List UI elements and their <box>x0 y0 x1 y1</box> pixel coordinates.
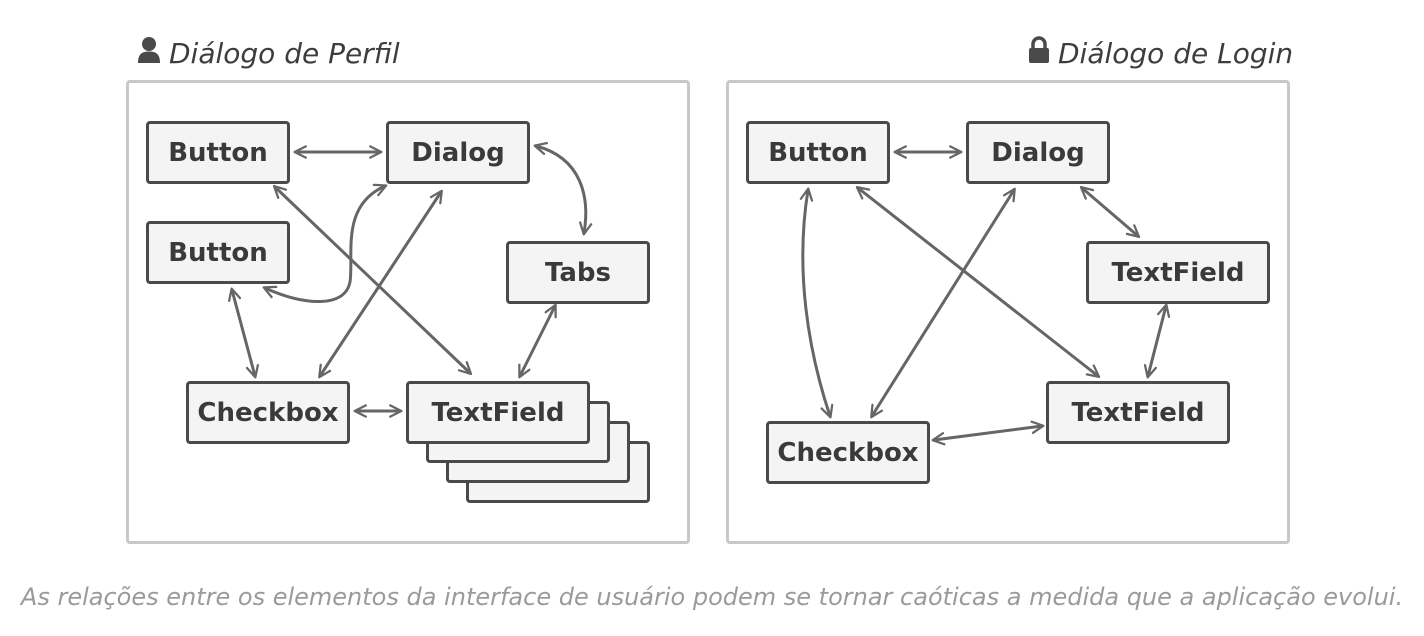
profile-dialog-node: Dialog <box>386 121 530 184</box>
arrow-login-button-checkbox <box>799 187 834 419</box>
arrow-button1-textfield <box>272 184 473 376</box>
arrow-login-textfields <box>1143 303 1171 379</box>
profile-dialog-title-text: Diálogo de Perfil <box>169 37 400 70</box>
lock-icon <box>1028 36 1050 71</box>
arrow-login-button-textfield <box>855 186 1101 378</box>
arrow-dialog-checkbox <box>318 189 443 379</box>
login-textfield-node-1: TextField <box>1086 241 1270 304</box>
arrow-dialog-tabs <box>533 141 593 236</box>
login-dialog-title: Diálogo de Login <box>1028 36 1293 71</box>
login-button-node: Button <box>746 121 890 184</box>
login-dialog-node: Dialog <box>966 121 1110 184</box>
arrow-login-dialog-textfield <box>1079 185 1141 239</box>
arrow-login-checkbox-textfield <box>931 420 1045 446</box>
user-icon <box>137 36 161 71</box>
profile-tabs-node: Tabs <box>506 241 650 304</box>
arrow-tabs-textfield <box>518 303 557 379</box>
profile-dialog-title: Diálogo de Perfil <box>137 36 400 71</box>
profile-checkbox-node: Checkbox <box>186 381 350 444</box>
login-textfield-node-2: TextField <box>1046 381 1230 444</box>
arrow-button2-checkbox <box>228 287 259 379</box>
login-dialog-panel <box>726 80 1290 544</box>
login-dialog-title-text: Diálogo de Login <box>1058 37 1294 70</box>
figure-caption: As relações entre os elementos da interf… <box>20 583 1404 611</box>
profile-textfield-node: TextField <box>406 381 590 444</box>
login-checkbox-node: Checkbox <box>766 421 930 484</box>
profile-button-node-2: Button <box>146 221 290 284</box>
profile-button-node: Button <box>146 121 290 184</box>
profile-dialog-panel <box>126 80 690 544</box>
arrow-login-dialog-checkbox <box>870 187 1016 419</box>
